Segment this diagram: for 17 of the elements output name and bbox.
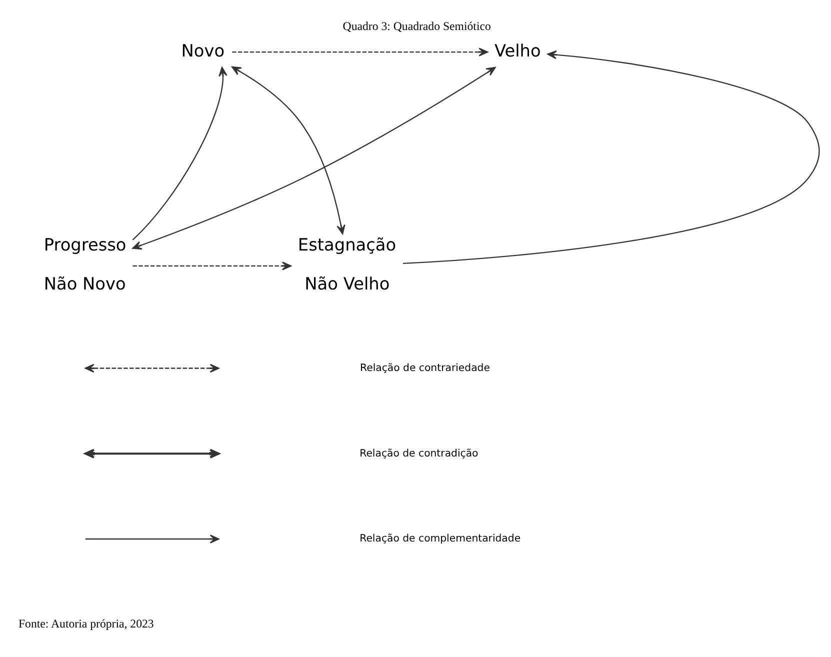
arrow	[132, 66, 496, 250]
arrow	[402, 50, 820, 264]
node-text: Progresso	[44, 234, 126, 255]
caption: Fonte: Autoria própria, 2023	[18, 616, 154, 631]
node-label: Não Velho	[304, 274, 390, 294]
diagram-title: Quadro 3: Quadrado Semiótico	[342, 19, 491, 34]
arrow	[232, 66, 346, 234]
arrow	[132, 66, 228, 240]
node-text: Velho	[494, 40, 541, 60]
arrow	[132, 262, 292, 270]
legend-label: Relação de contradição	[360, 448, 478, 460]
arrow	[232, 48, 488, 56]
legend-label: Relação de complementaridade	[360, 534, 521, 545]
node-label: Não Novo	[44, 274, 126, 294]
node-text: Estagnação	[298, 234, 396, 255]
legend-label: Relação de contrariedade	[360, 362, 490, 374]
node-text: Novo	[181, 40, 225, 60]
